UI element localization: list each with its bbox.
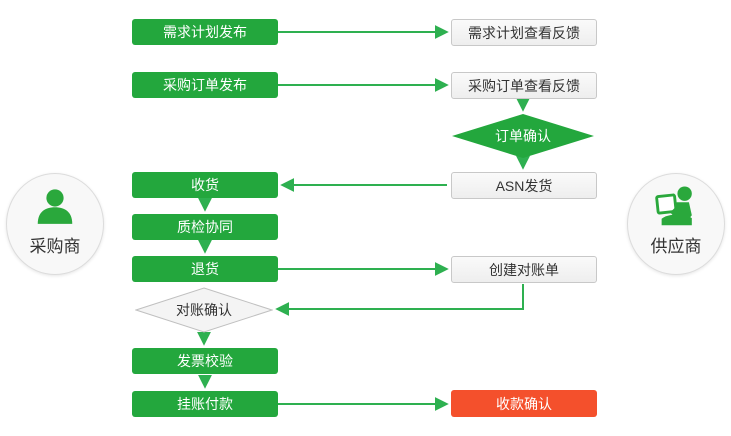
node-create-statement: 创建对账单 <box>451 256 597 283</box>
node-po-publish: 采购订单发布 <box>132 72 278 98</box>
node-quality-collaboration: 质检协同 <box>132 214 278 240</box>
actor-buyer-label: 采购商 <box>29 237 81 256</box>
actor-supplier-label: 供应商 <box>650 237 702 256</box>
actor-supplier: 供应商 <box>627 173 725 275</box>
node-po-feedback: 采购订单查看反馈 <box>451 72 597 99</box>
node-returns: 退货 <box>132 256 278 282</box>
node-invoice-verification: 发票校验 <box>132 348 278 374</box>
node-order-confirm: 订单确认 <box>452 114 594 158</box>
node-demand-plan-publish: 需求计划发布 <box>132 19 278 45</box>
node-receiving: 收货 <box>132 172 278 198</box>
node-statement-confirm-label: 对账确认 <box>176 302 232 318</box>
supplier-laptop-person-icon <box>651 183 701 231</box>
actor-buyer: 采购商 <box>6 173 104 275</box>
diamond-shape <box>452 114 594 158</box>
node-demand-plan-feedback: 需求计划查看反馈 <box>451 19 597 46</box>
node-statement-confirm: 对账确认 <box>135 287 273 333</box>
diamond-shape <box>135 287 273 333</box>
node-book-payment: 挂账付款 <box>132 391 278 417</box>
node-payment-confirmation: 收款确认 <box>451 390 597 417</box>
node-asn-shipping: ASN发货 <box>451 172 597 199</box>
buyer-person-icon <box>32 183 78 231</box>
node-order-confirm-label: 订单确认 <box>495 128 551 144</box>
connector-statement-to-confirm <box>275 284 524 316</box>
